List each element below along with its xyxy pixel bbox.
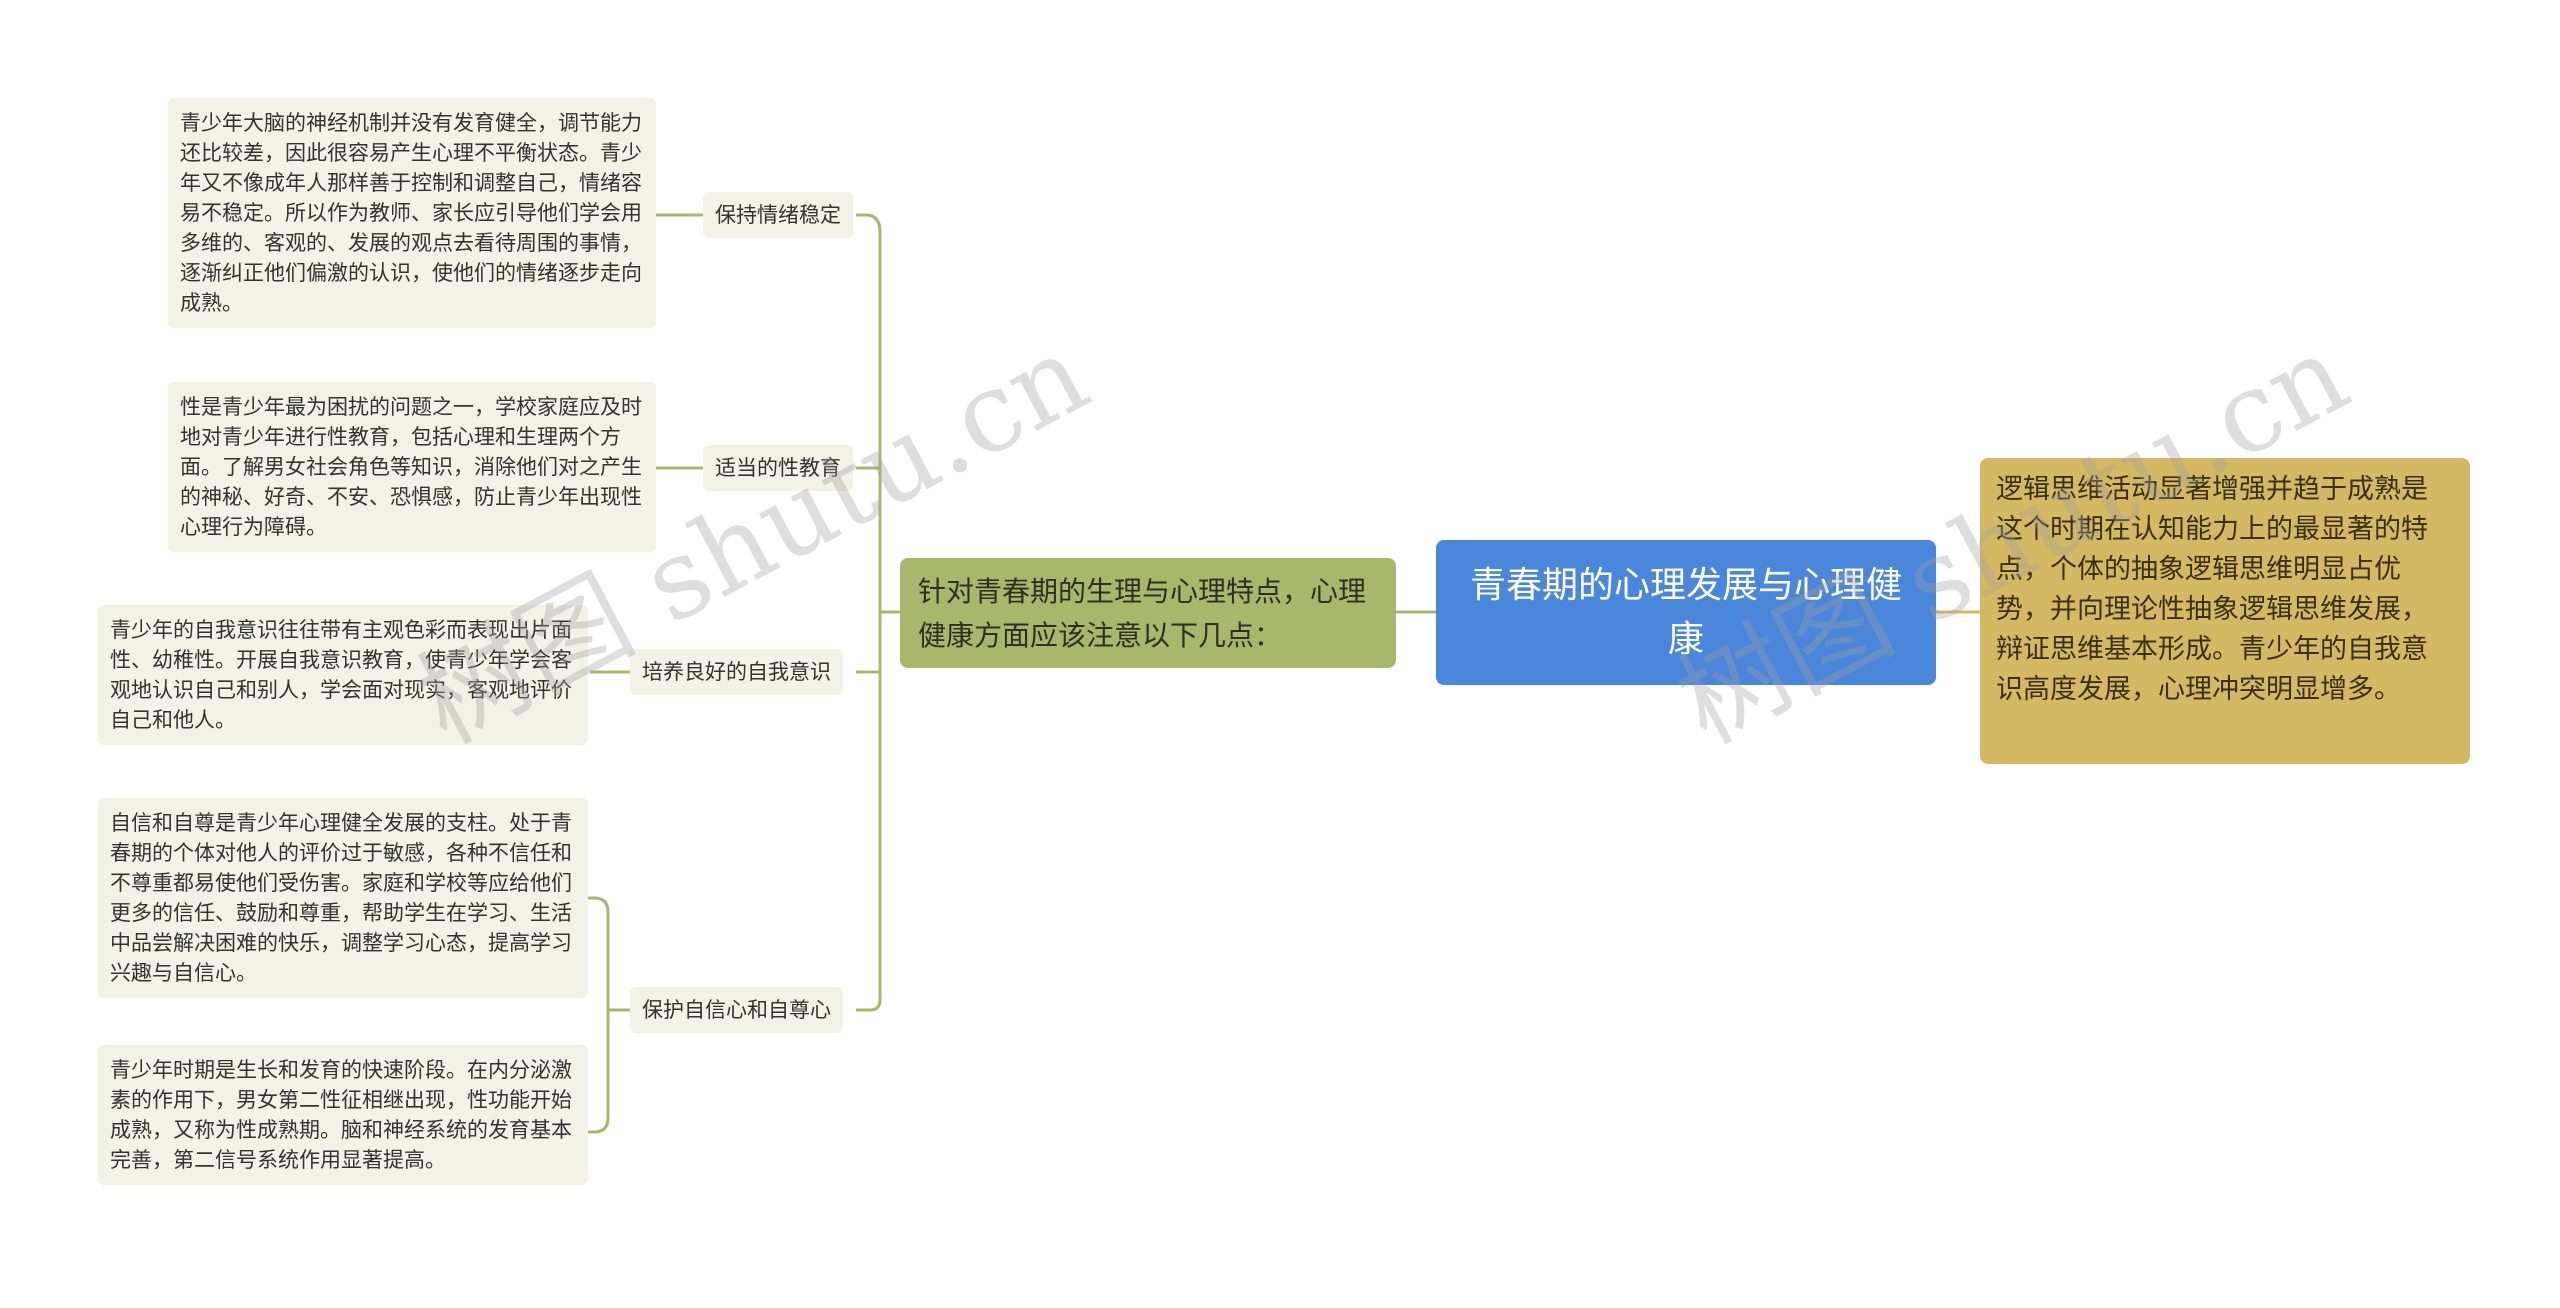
- leaf-text: 青少年大脑的神经机制并没有发育健全，调节能力还比较差，因此很容易产生心理不平衡状…: [180, 111, 642, 315]
- subtopic-label: 适当的性教育: [715, 456, 841, 480]
- leaf-self-confidence[interactable]: 自信和自尊是青少年心理健全发展的支柱。处于青春期的个体对他人的评价过于敏感，各种…: [98, 798, 588, 998]
- subtopic-self-confidence[interactable]: 保护自信心和自尊心: [630, 987, 843, 1033]
- subtopic-emotion[interactable]: 保持情绪稳定: [703, 192, 853, 238]
- subtopic-label: 培养良好的自我意识: [642, 660, 831, 684]
- right-note[interactable]: 逻辑思维活动显著增强并趋于成熟是这个时期在认知能力上的最显著的特点，个体的抽象逻…: [1980, 458, 2470, 764]
- branch-topic[interactable]: 针对青春期的生理与心理特点，心理健康方面应该注意以下几点：: [900, 558, 1396, 668]
- leaf-text: 青少年时期是生长和发育的快速阶段。在内分泌激素的作用下，男女第二性征相继出现，性…: [110, 1058, 572, 1172]
- leaf-text: 性是青少年最为困扰的问题之一，学校家庭应及时地对青少年进行性教育，包括心理和生理…: [180, 395, 642, 539]
- leaf-puberty-development[interactable]: 青少年时期是生长和发育的快速阶段。在内分泌激素的作用下，男女第二性征相继出现，性…: [98, 1045, 588, 1185]
- leaf-emotion[interactable]: 青少年大脑的神经机制并没有发育健全，调节能力还比较差，因此很容易产生心理不平衡状…: [168, 98, 656, 328]
- leaf-sex-education[interactable]: 性是青少年最为困扰的问题之一，学校家庭应及时地对青少年进行性教育，包括心理和生理…: [168, 382, 656, 552]
- branch-topic-label: 针对青春期的生理与心理特点，心理健康方面应该注意以下几点：: [918, 575, 1367, 652]
- leaf-text: 自信和自尊是青少年心理健全发展的支柱。处于青春期的个体对他人的评价过于敏感，各种…: [110, 811, 572, 985]
- right-note-text: 逻辑思维活动显著增强并趋于成熟是这个时期在认知能力上的最显著的特点，个体的抽象逻…: [1996, 474, 2428, 705]
- leaf-text: 青少年的自我意识往往带有主观色彩而表现出片面性、幼稚性。开展自我意识教育，使青少…: [110, 618, 572, 732]
- root-topic-label: 青春期的心理发展与心理健康: [1469, 564, 1902, 660]
- subtopic-label: 保持情绪稳定: [715, 203, 841, 227]
- subtopic-sex-education[interactable]: 适当的性教育: [703, 445, 853, 491]
- subtopic-label: 保护自信心和自尊心: [642, 998, 831, 1022]
- root-topic[interactable]: 青春期的心理发展与心理健康: [1436, 540, 1936, 685]
- leaf-self-awareness[interactable]: 青少年的自我意识往往带有主观色彩而表现出片面性、幼稚性。开展自我意识教育，使青少…: [98, 605, 588, 745]
- subtopic-self-awareness[interactable]: 培养良好的自我意识: [630, 649, 843, 695]
